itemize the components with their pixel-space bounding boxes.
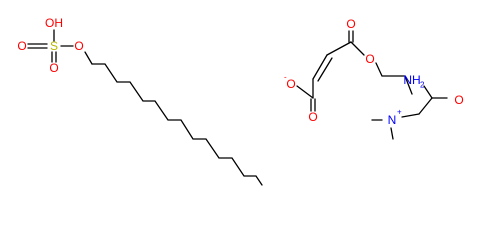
atom-o-minus: O [286,77,295,91]
atom-o-right: O [74,39,83,53]
atom-o-down: O [49,61,58,75]
dodecyl-sulfate [27,29,263,186]
bond-ch2-c-amide [418,97,433,115]
bond-oxyethyl [375,62,413,95]
atom-nh2: NH [403,73,420,87]
bond-ch-ch-a [312,54,328,80]
atom-o-acid: O [308,110,317,124]
atom-minus-charge: - [284,73,287,82]
bond-n-methyl-down [390,127,394,140]
bond-c-o-minus [296,85,314,99]
atom-o-ester: O [365,52,374,66]
atom-sulfur: S [50,39,58,53]
bond-c-o-ester [350,41,365,56]
atom-oh-top: OH [45,16,63,30]
bond-o-c1 [84,51,93,65]
bond-n-ch2 [401,113,420,118]
atom-o-carbonyl: O [346,17,355,31]
atom-oh-amide: O [454,93,463,107]
chemical-structure-diagram: OH S O O O O O O - O N + NH 2 O [17,16,464,186]
atom-labels: OH S O O O O O O - O N + NH 2 O [17,16,463,127]
bond-c-nh2 [423,85,433,99]
atom-o-left: O [17,39,26,53]
dodecyl-chain [91,63,263,186]
bond-c-ch [326,41,352,56]
atom-plus-charge: + [397,108,402,117]
atom-nh2-subscript: 2 [420,81,425,90]
atom-n-plus: N [388,113,397,127]
betaine-fumarate [296,30,448,140]
bond-ch-ch-b [317,57,333,82]
